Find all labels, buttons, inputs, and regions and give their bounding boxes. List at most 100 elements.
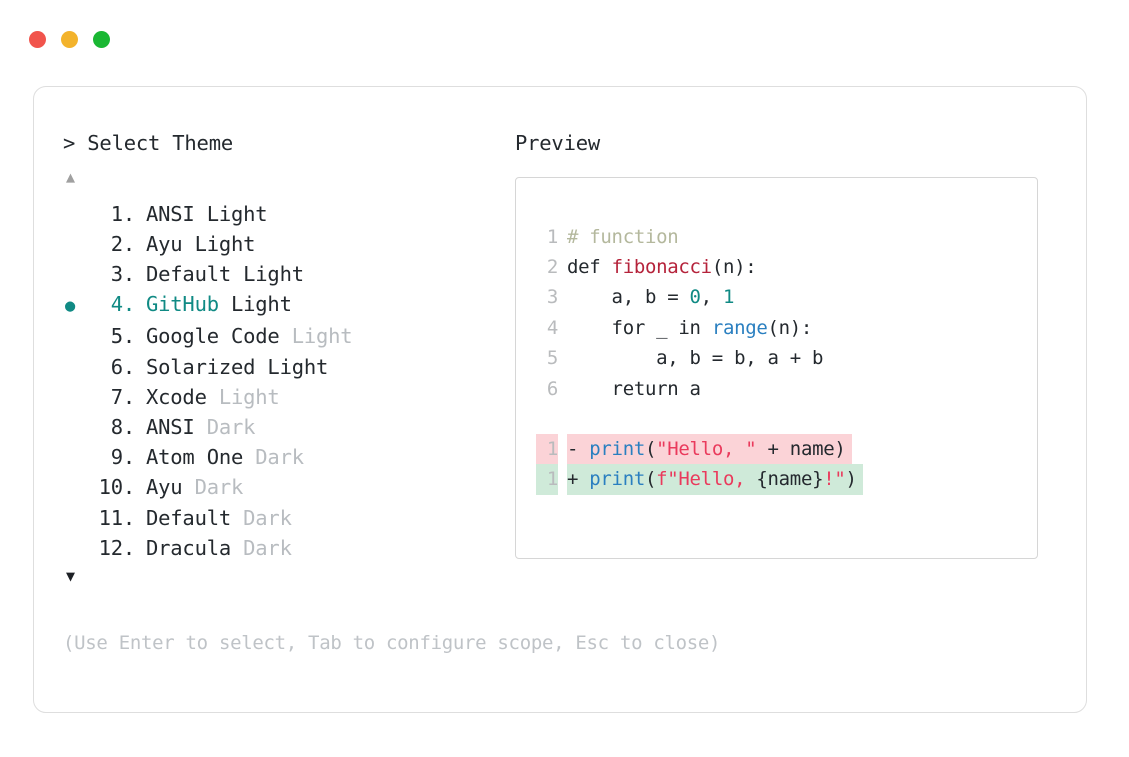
theme-item-name: Google Code	[146, 324, 280, 349]
theme-item-name: Solarized	[146, 354, 256, 379]
theme-item-name: GitHub	[146, 292, 219, 317]
code-token: (	[644, 468, 657, 491]
code-token: (n):	[767, 316, 813, 339]
code-line-text: for _ in range(n):	[567, 313, 813, 343]
code-token: fibonacci	[611, 255, 713, 278]
maximize-window-button[interactable]	[93, 31, 110, 48]
keyboard-hint: (Use Enter to select, Tab to configure s…	[63, 632, 721, 654]
theme-item-name: Ayu	[146, 475, 183, 500]
code-token: 1	[722, 286, 735, 309]
theme-item-variant: Light	[231, 261, 304, 286]
theme-item-variant: Dark	[194, 414, 256, 439]
theme-list-item[interactable]: 10. Ayu Dark	[63, 472, 504, 502]
code-line-text: # function	[567, 222, 679, 252]
theme-item-index: 10.	[98, 475, 136, 500]
theme-list-item[interactable]: 5.Google Code Light	[63, 321, 504, 351]
theme-list-item[interactable]: 2.Ayu Light	[63, 229, 504, 259]
theme-item-name: ANSI	[146, 201, 195, 226]
minimize-window-button[interactable]	[61, 31, 78, 48]
page-title: > Select Theme	[63, 131, 233, 155]
theme-item-index: 12.	[98, 535, 136, 560]
diff-line-text: + print(f"Hello, {name}!")	[567, 464, 863, 495]
theme-item-variant: Light	[255, 354, 329, 379]
scroll-down-arrow-icon[interactable]: ▼	[66, 566, 76, 585]
scroll-up-arrow-icon[interactable]: ▲	[66, 167, 76, 186]
code-line: 2 def fibonacci(n):	[516, 252, 1037, 282]
theme-item-name: Xcode	[146, 384, 207, 409]
theme-item-index: 3.	[110, 261, 135, 286]
theme-item-variant: Dark	[243, 445, 304, 470]
theme-item-index: 2.	[110, 231, 135, 256]
theme-item-index: 5.	[110, 324, 135, 349]
theme-item-name: Default	[146, 505, 231, 530]
theme-list-item[interactable]: 3. Default Light	[63, 259, 504, 289]
code-token: a, b =	[567, 286, 690, 309]
close-window-button[interactable]	[29, 31, 46, 48]
diff-line-text: - print("Hello, " + name)	[567, 433, 852, 465]
theme-list-item[interactable]: 9. Atom One Dark	[63, 442, 504, 472]
code-token: +	[567, 468, 590, 491]
theme-list-item[interactable]: ●4.GitHub Light	[63, 289, 504, 321]
theme-item-variant: Light	[218, 292, 292, 317]
theme-item-variant: Light	[206, 384, 280, 409]
theme-item-name: Default	[146, 261, 231, 286]
theme-list-item[interactable]: 6. Solarized Light	[63, 352, 504, 382]
code-token: return a	[567, 377, 701, 400]
theme-item-index: 6.	[110, 354, 135, 379]
code-spacer	[516, 404, 1037, 434]
window-traffic-lights	[29, 31, 110, 48]
line-number: 6	[546, 377, 558, 400]
code-token: # function	[567, 225, 679, 248]
code-line-text: return a	[567, 374, 701, 404]
preview-label: Preview	[515, 131, 600, 155]
theme-item-name: Dracula	[146, 535, 231, 560]
theme-item-index: 11.	[98, 505, 136, 530]
diff-line-plus: 1+ print(f"Hello, {name}!")	[516, 464, 1037, 495]
theme-item-variant: Dark	[182, 475, 244, 500]
code-token: def	[567, 255, 612, 278]
code-line: 6 return a	[516, 374, 1037, 404]
code-token: + name)	[756, 437, 846, 460]
line-number: 5	[546, 347, 558, 370]
line-number: 1	[546, 225, 558, 248]
theme-item-variant: Dark	[231, 505, 292, 530]
code-token: print	[589, 468, 645, 491]
theme-list-item[interactable]: 11. Default Dark	[63, 503, 504, 533]
code-token: (n):	[711, 255, 757, 278]
theme-item-index: 8.	[110, 414, 135, 439]
line-number: 4	[546, 316, 558, 339]
code-line: 4 for _ in range(n):	[516, 313, 1037, 343]
theme-item-index: 1.	[110, 201, 135, 226]
theme-item-index: 7.	[110, 384, 135, 409]
code-token: for _ in	[567, 316, 712, 339]
code-line-text: def fibonacci(n):	[567, 252, 757, 282]
theme-list-item[interactable]: 1. ANSI Light	[63, 199, 504, 229]
code-line: 1 # function	[516, 222, 1037, 252]
code-line-text: a, b = b, a + b	[567, 343, 823, 373]
code-token: a, b = b, a + b	[567, 347, 824, 370]
line-number: 2	[546, 255, 558, 278]
code-line-text: a, b = 0, 1	[567, 282, 735, 312]
code-token: "Hello, "	[656, 437, 757, 460]
line-number: 3	[546, 286, 558, 309]
theme-list-item[interactable]: 8.ANSI Dark	[63, 412, 504, 442]
code-token: f"Hello,	[656, 468, 757, 491]
code-token: {name}	[756, 468, 824, 491]
theme-list-item[interactable]: 12. Dracula Dark	[63, 533, 504, 563]
line-number: 1	[536, 433, 558, 465]
code-line: 5 a, b = b, a + b	[516, 343, 1037, 373]
theme-item-variant: Dark	[231, 535, 292, 560]
code-token: 0	[689, 286, 701, 309]
code-line: 3 a, b = 0, 1	[516, 282, 1037, 312]
theme-item-variant: Light	[194, 201, 268, 226]
code-token: (	[644, 437, 657, 460]
theme-list-item[interactable]: 7. Xcode Light	[63, 382, 504, 412]
code-token: !"	[823, 468, 846, 491]
theme-item-name: Atom One	[146, 445, 244, 470]
theme-item-index: 9.	[110, 445, 135, 470]
